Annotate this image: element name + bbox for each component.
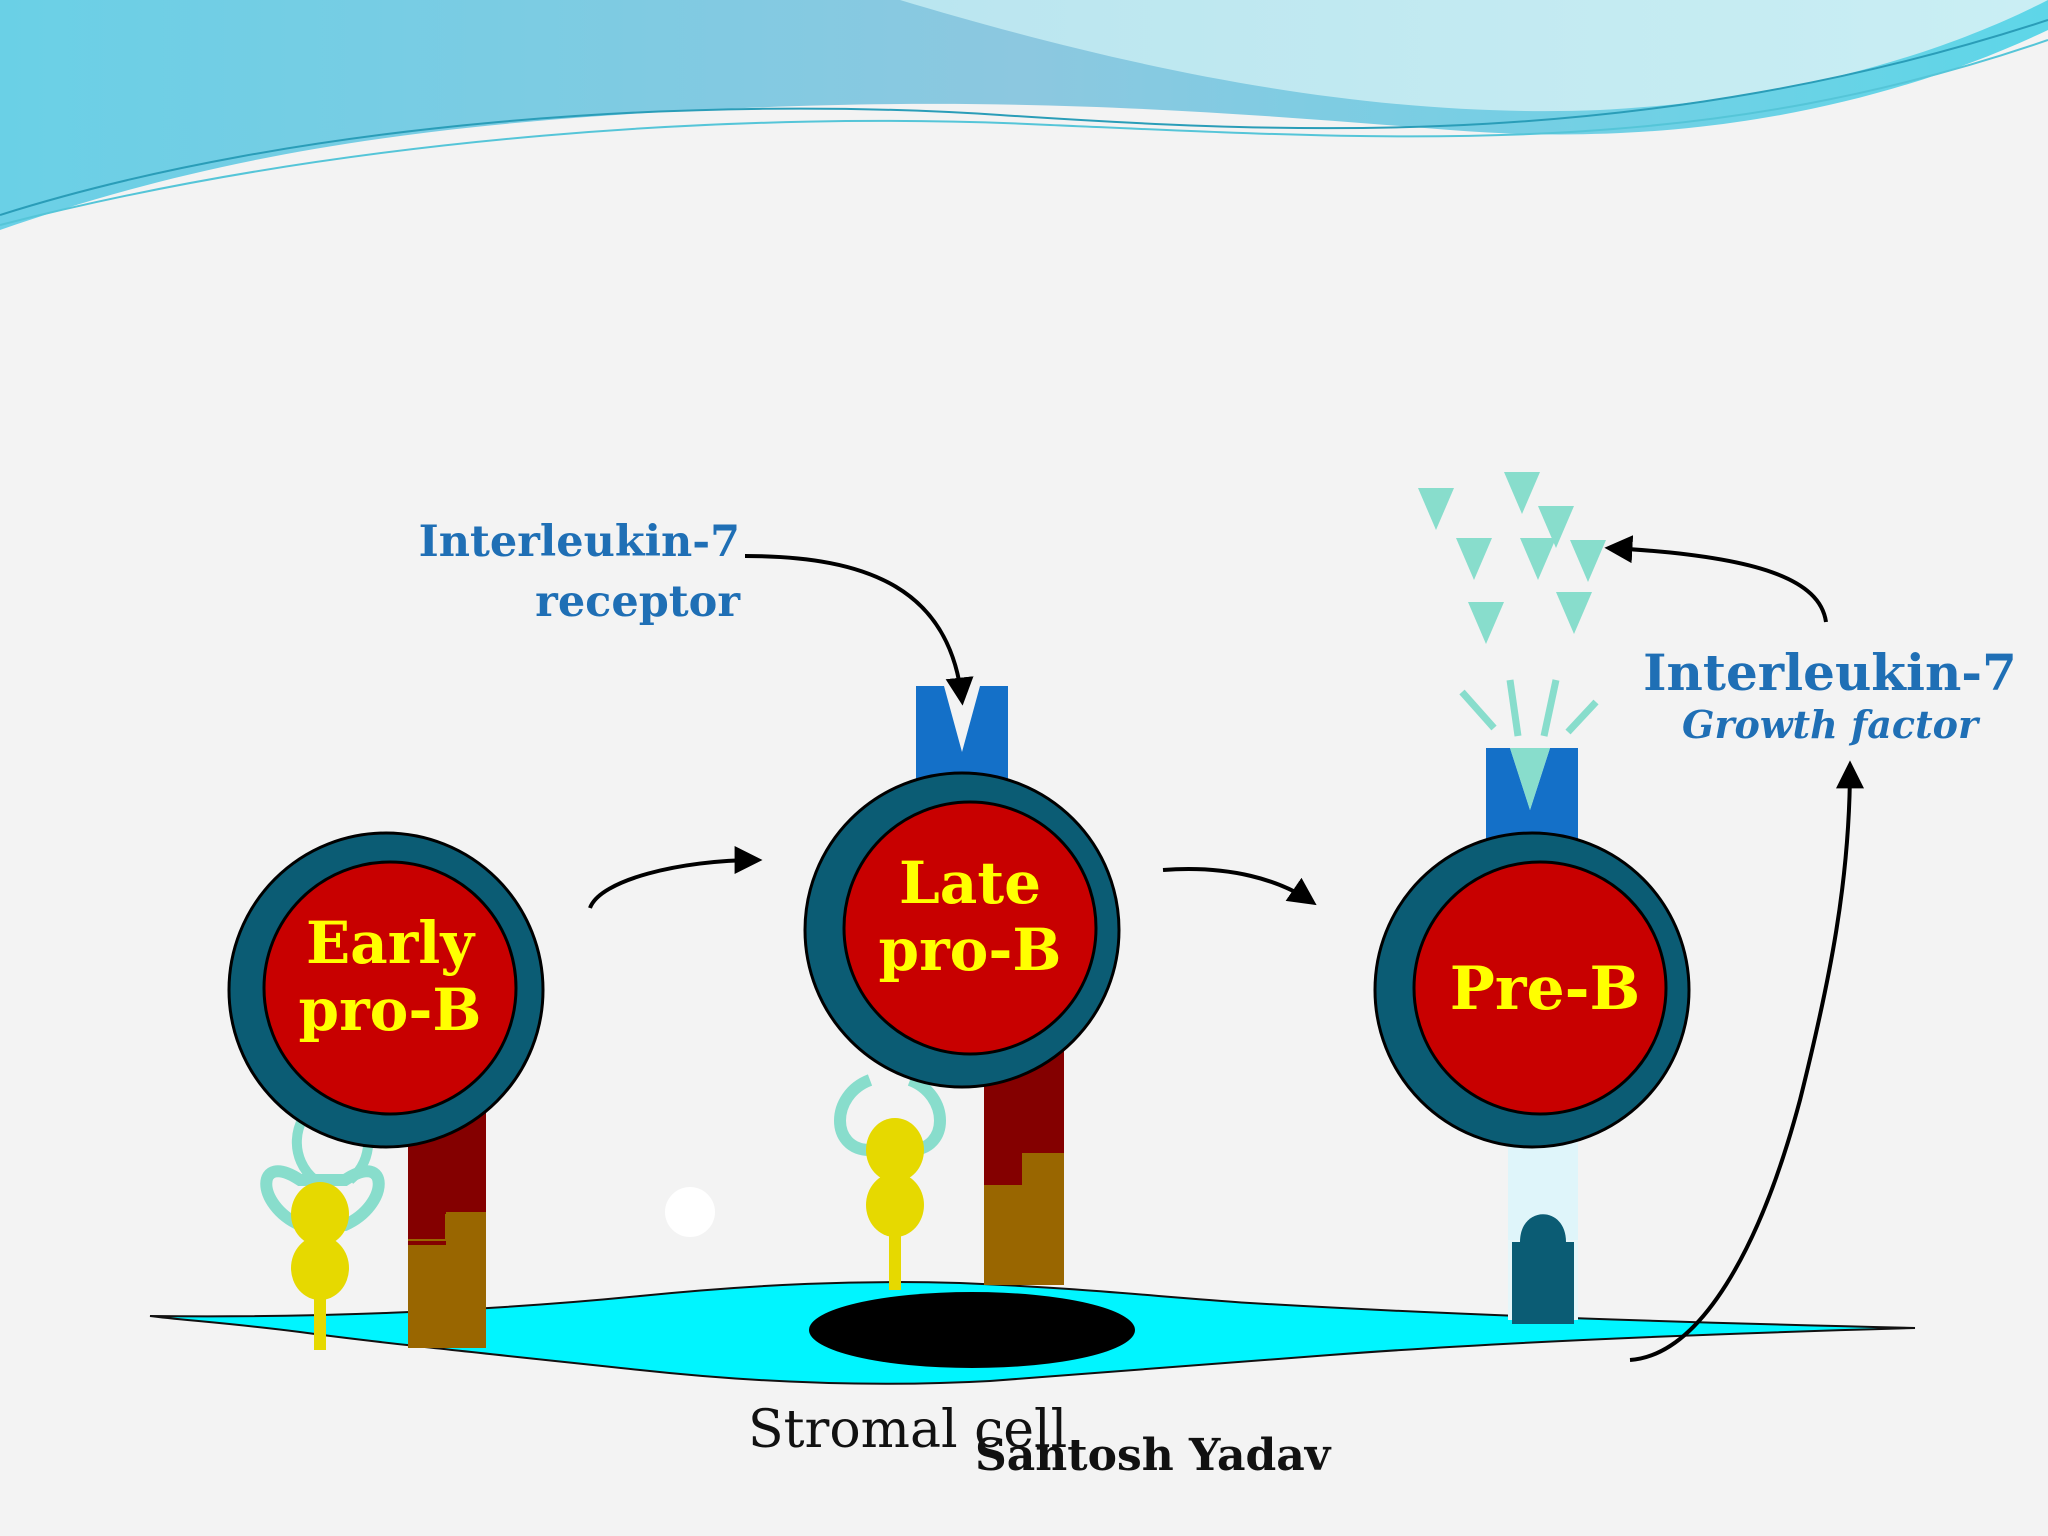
il7-release-lines [1459, 679, 1599, 737]
stromal-cell [149, 1281, 1916, 1385]
stromal-nucleus [809, 1292, 1135, 1368]
pre-b-cell [1373, 831, 1691, 1149]
pre-b-label: Pre-B [1425, 955, 1665, 1024]
white-spot [665, 1187, 715, 1237]
late-pro-b-adhesion [834, 1074, 946, 1290]
arrow-stromal-to-il7 [1629, 760, 1864, 1362]
early-pro-b-cell [227, 831, 545, 1149]
early-pro-b-adhesion [260, 1095, 385, 1350]
il7-growth-label-line1: Interleukin-7 [1643, 643, 2017, 702]
early-pro-b-label-line1: Early [305, 909, 475, 977]
arrow-to-il7-molecules [1604, 535, 1828, 623]
il7-receptor-label-line2: receptor [535, 577, 740, 628]
il7-growth-label: Interleukin-7 Growth factor [1640, 648, 2020, 744]
pre-b-stem [1508, 1140, 1578, 1324]
header-wave [0, 0, 2048, 230]
late-pro-b-label-line2: pro-B [878, 915, 1062, 984]
arrow-late-to-pre [1162, 867, 1317, 906]
il7-receptor-label-line1: Interleukin-7 [418, 517, 740, 567]
late-pro-b-label-line1: Late [898, 849, 1042, 917]
early-pro-b-label: Early pro-B [270, 910, 510, 1043]
arrow-to-receptor [744, 554, 974, 706]
author-label: Santosh Yadav [975, 1430, 1331, 1481]
il7-receptor-pre-b [1486, 748, 1578, 848]
il7-receptor-late [916, 686, 1008, 786]
early-pro-b-label-line2: pro-B [298, 975, 482, 1044]
arrow-early-to-late [588, 846, 763, 909]
il7-growth-label-line2: Growth factor [1682, 702, 1978, 747]
late-pro-b-cell [803, 771, 1121, 1089]
late-pro-b-label: Late pro-B [850, 850, 1090, 983]
pre-b-label-line1: Pre-B [1449, 954, 1641, 1024]
stromal-cell-label: Stromal cell [748, 1400, 1068, 1460]
il7-molecules [1418, 472, 1606, 644]
arrows [588, 535, 1864, 1362]
il7-receptor-label: Interleukin-7 receptor [380, 512, 740, 632]
